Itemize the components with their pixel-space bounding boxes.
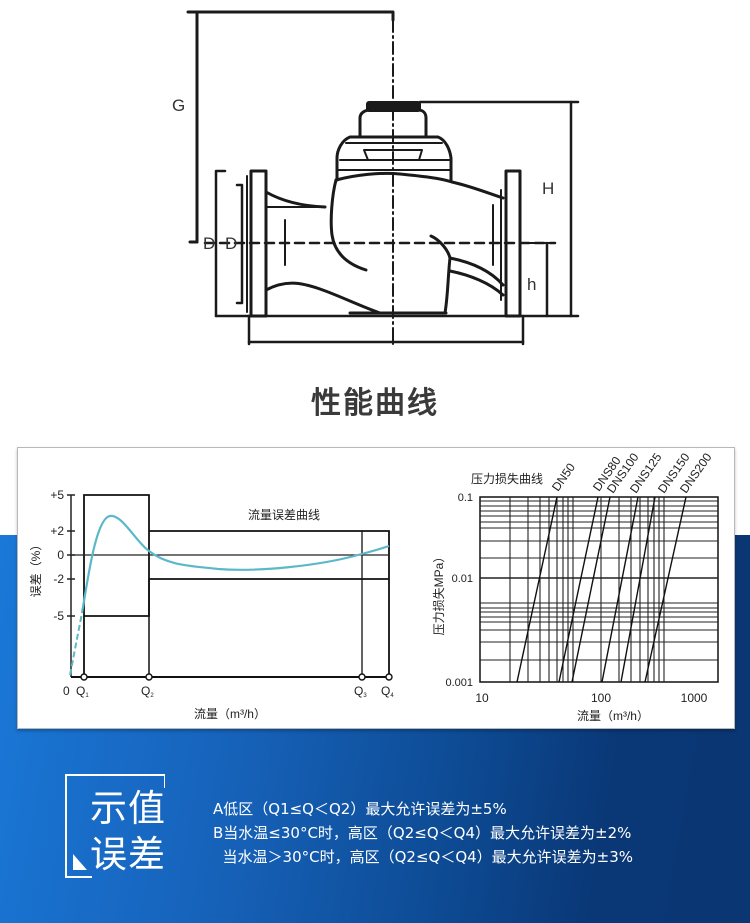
error-curve-line xyxy=(80,514,390,614)
series-label-dn50: DN50 xyxy=(549,460,578,493)
y-tick-0-01: 0.01 xyxy=(452,573,473,585)
spec-line-c: 当水温＞30°C时，高区（Q2≤Q＜Q4）最大允许误差为±3% xyxy=(213,848,634,866)
title-frame xyxy=(65,774,165,878)
x-tick-1000: 1000 xyxy=(681,691,708,705)
pressure-chart-title: 压力损失曲线 xyxy=(471,471,543,486)
register-lid xyxy=(366,101,421,112)
info-title-line2: 误差 xyxy=(90,833,166,876)
dimension-label-h-upper: H xyxy=(542,179,554,198)
dimension-label-d1: D xyxy=(203,234,215,253)
error-x-axis-label: 流量（m³/h） xyxy=(194,707,266,721)
pressure-series-lines xyxy=(516,496,687,683)
corner-triangle-icon xyxy=(73,854,87,870)
y-tick-0-1: 0.1 xyxy=(458,492,473,504)
error-spec-list: A低区（Q1≤Q＜Q2）最大允许误差为±5% B当水温≤30°C时，高区（Q2≤… xyxy=(213,797,633,869)
y-tick-minus5: -5 xyxy=(53,609,64,623)
x-tick-10: 10 xyxy=(475,691,489,705)
dimension-label-h-lower: h xyxy=(527,275,536,294)
dimension-label-d2: D xyxy=(225,234,237,253)
info-title-line1: 示值 xyxy=(90,787,166,830)
error-curve-chart: +5 +2 0 -2 -5 误差（%） xyxy=(29,488,394,721)
y-tick-minus2: -2 xyxy=(53,572,64,586)
chart-panel: +5 +2 0 -2 -5 误差（%） xyxy=(17,447,735,729)
info-title: 示值 误差 xyxy=(90,786,180,878)
spec-line-a: A低区（Q1≤Q＜Q2）最大允许误差为±5% xyxy=(213,800,507,818)
spec-line-b: B当水温≤30°C时，高区（Q2≤Q＜Q4）最大允许误差为±2% xyxy=(213,824,632,842)
section-title: 性能曲线 xyxy=(311,386,439,421)
q1-label: Q1 xyxy=(76,684,89,699)
y-tick-plus5: +5 xyxy=(50,488,64,502)
q4-label: Q4 xyxy=(381,684,394,699)
error-chart-title: 流量误差曲线 xyxy=(248,508,320,522)
x-origin-label: 0 xyxy=(63,684,70,698)
pressure-x-axis-label: 流量（m³/h） xyxy=(577,709,649,723)
water-meter-dimension-drawing: G H h D D xyxy=(172,10,580,346)
x-tick-100: 100 xyxy=(591,691,611,705)
q2-label: Q2 xyxy=(141,684,154,699)
y-tick-0-001: 0.001 xyxy=(445,677,473,689)
y-tick-0: 0 xyxy=(57,548,64,562)
dimension-label-g: G xyxy=(172,96,185,115)
y-axis-label: 误差（%） xyxy=(29,539,43,598)
pressure-y-axis-label: 压力损失MPa） xyxy=(431,551,446,636)
q3-label: Q3 xyxy=(354,684,367,699)
pressure-loss-chart: 0.1 0.01 0.001 10 100 1000 压力损失曲线 压力损失MP… xyxy=(431,450,719,723)
y-tick-plus2: +2 xyxy=(50,524,64,538)
